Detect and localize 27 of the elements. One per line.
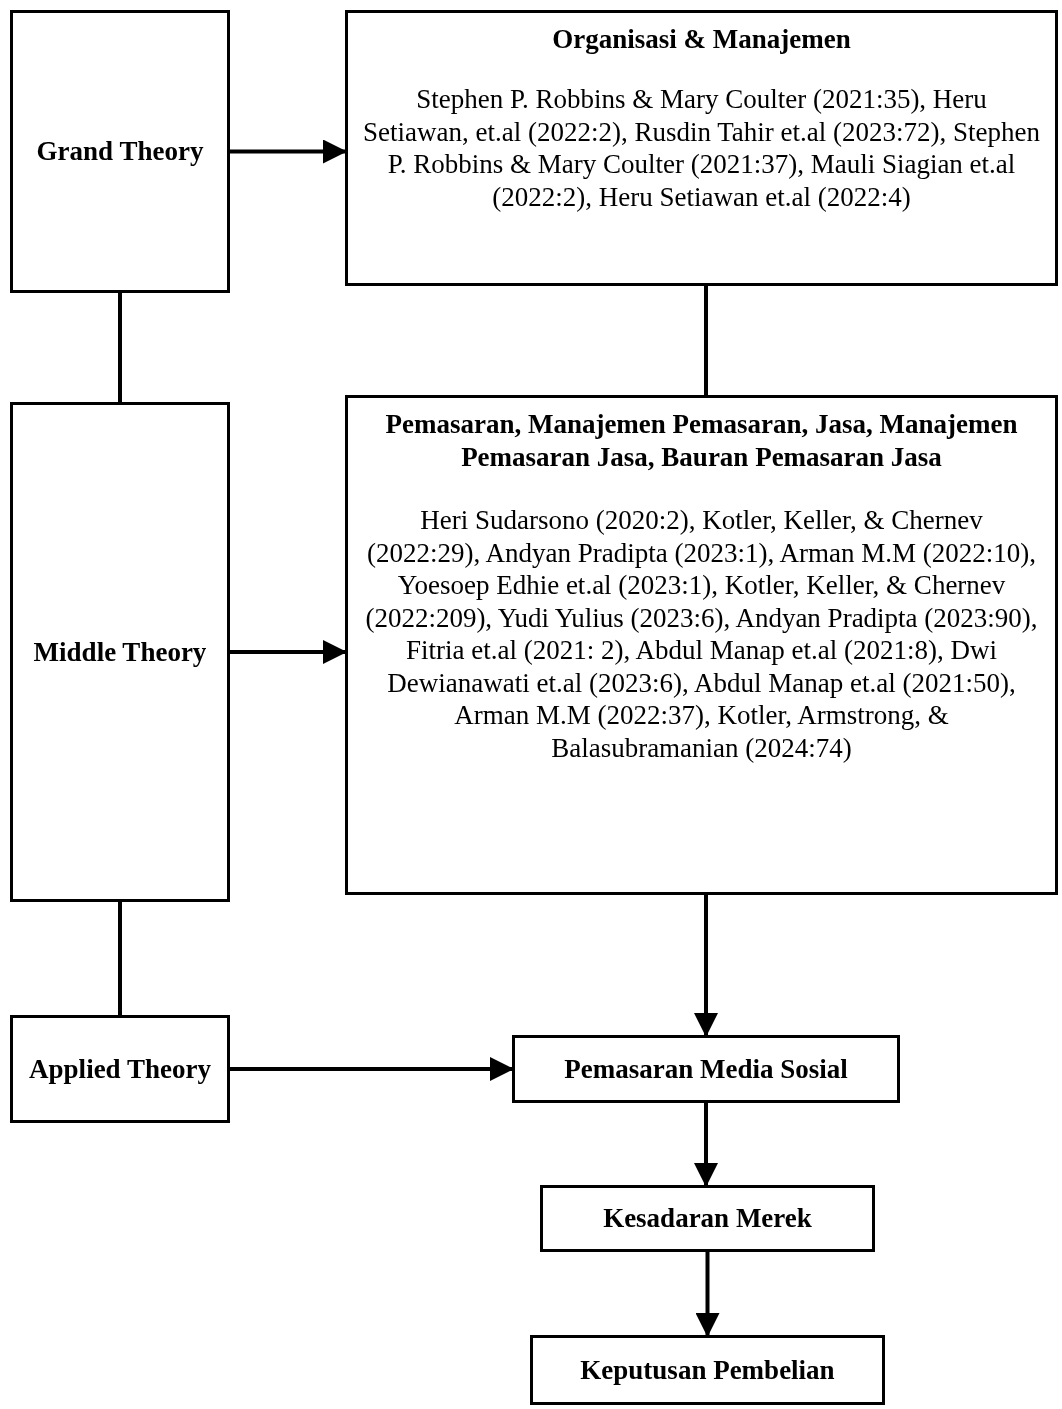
connector-line	[118, 293, 122, 402]
box-heading: Grand Theory	[36, 135, 204, 168]
text-box	[10, 10, 230, 293]
connector-line	[704, 286, 708, 395]
box-heading: Applied Theory	[29, 1052, 211, 1086]
box-heading: Pemasaran, Manajemen Pemasaran, Jasa, Manajemen Pemasaran Jasa, Bauran Pemasaran Jasa	[384, 408, 1019, 474]
text-box	[530, 1335, 885, 1405]
connector-line	[118, 902, 122, 1015]
box-heading: Kesadaran Merek	[603, 1202, 812, 1235]
text-box	[540, 1185, 875, 1252]
text-box	[345, 10, 1058, 286]
reference-list: Stephen P. Robbins & Mary Coulter (2021:35), Heru Setiawan, et.al (2022:2), Rusdin Tahir et.al (2023:72), Stephen P. Robbins & Mary Coulter (2021:37), Mauli Siagian et.al (2022:2), Heru Setiawan et.al (2022:4)	[362, 83, 1041, 213]
arrow	[230, 640, 347, 664]
arrow	[230, 139, 347, 164]
arrow	[694, 1103, 718, 1187]
arrow	[695, 1252, 720, 1337]
text-box	[345, 395, 1058, 895]
box-heading: Pemasaran Media Sosial	[564, 1052, 848, 1086]
arrow	[230, 1057, 514, 1081]
arrow	[694, 895, 718, 1037]
reference-list: Heri Sudarsono (2020:2), Kotler, Keller, & Chernev (2022:29), Andyan Pradipta (2023:1), Arman M.M (2022:10), Yoesoep Edhie et.al (2023:1), Kotler, Keller, & Chernev (2022:209), Yudi Yulius (2023:6), Andyan Pradipta (2023:90), Fitria et.al (2021: 2), Abdul Manap et.al (2021:8), Dwi Dewianawati et.al (2023:6), Abdul Manap et.al (2021:50), Arman M.M (2022:37), Kotler, Armstrong, & Balasubramanian (2024:74)	[362, 504, 1041, 764]
box-heading: Middle Theory	[33, 635, 207, 669]
text-box	[10, 1015, 230, 1123]
box-heading: Keputusan Pembelian	[580, 1353, 835, 1387]
text-box	[512, 1035, 900, 1103]
box-heading: Organisasi & Manajemen	[552, 23, 851, 56]
text-box	[10, 402, 230, 902]
